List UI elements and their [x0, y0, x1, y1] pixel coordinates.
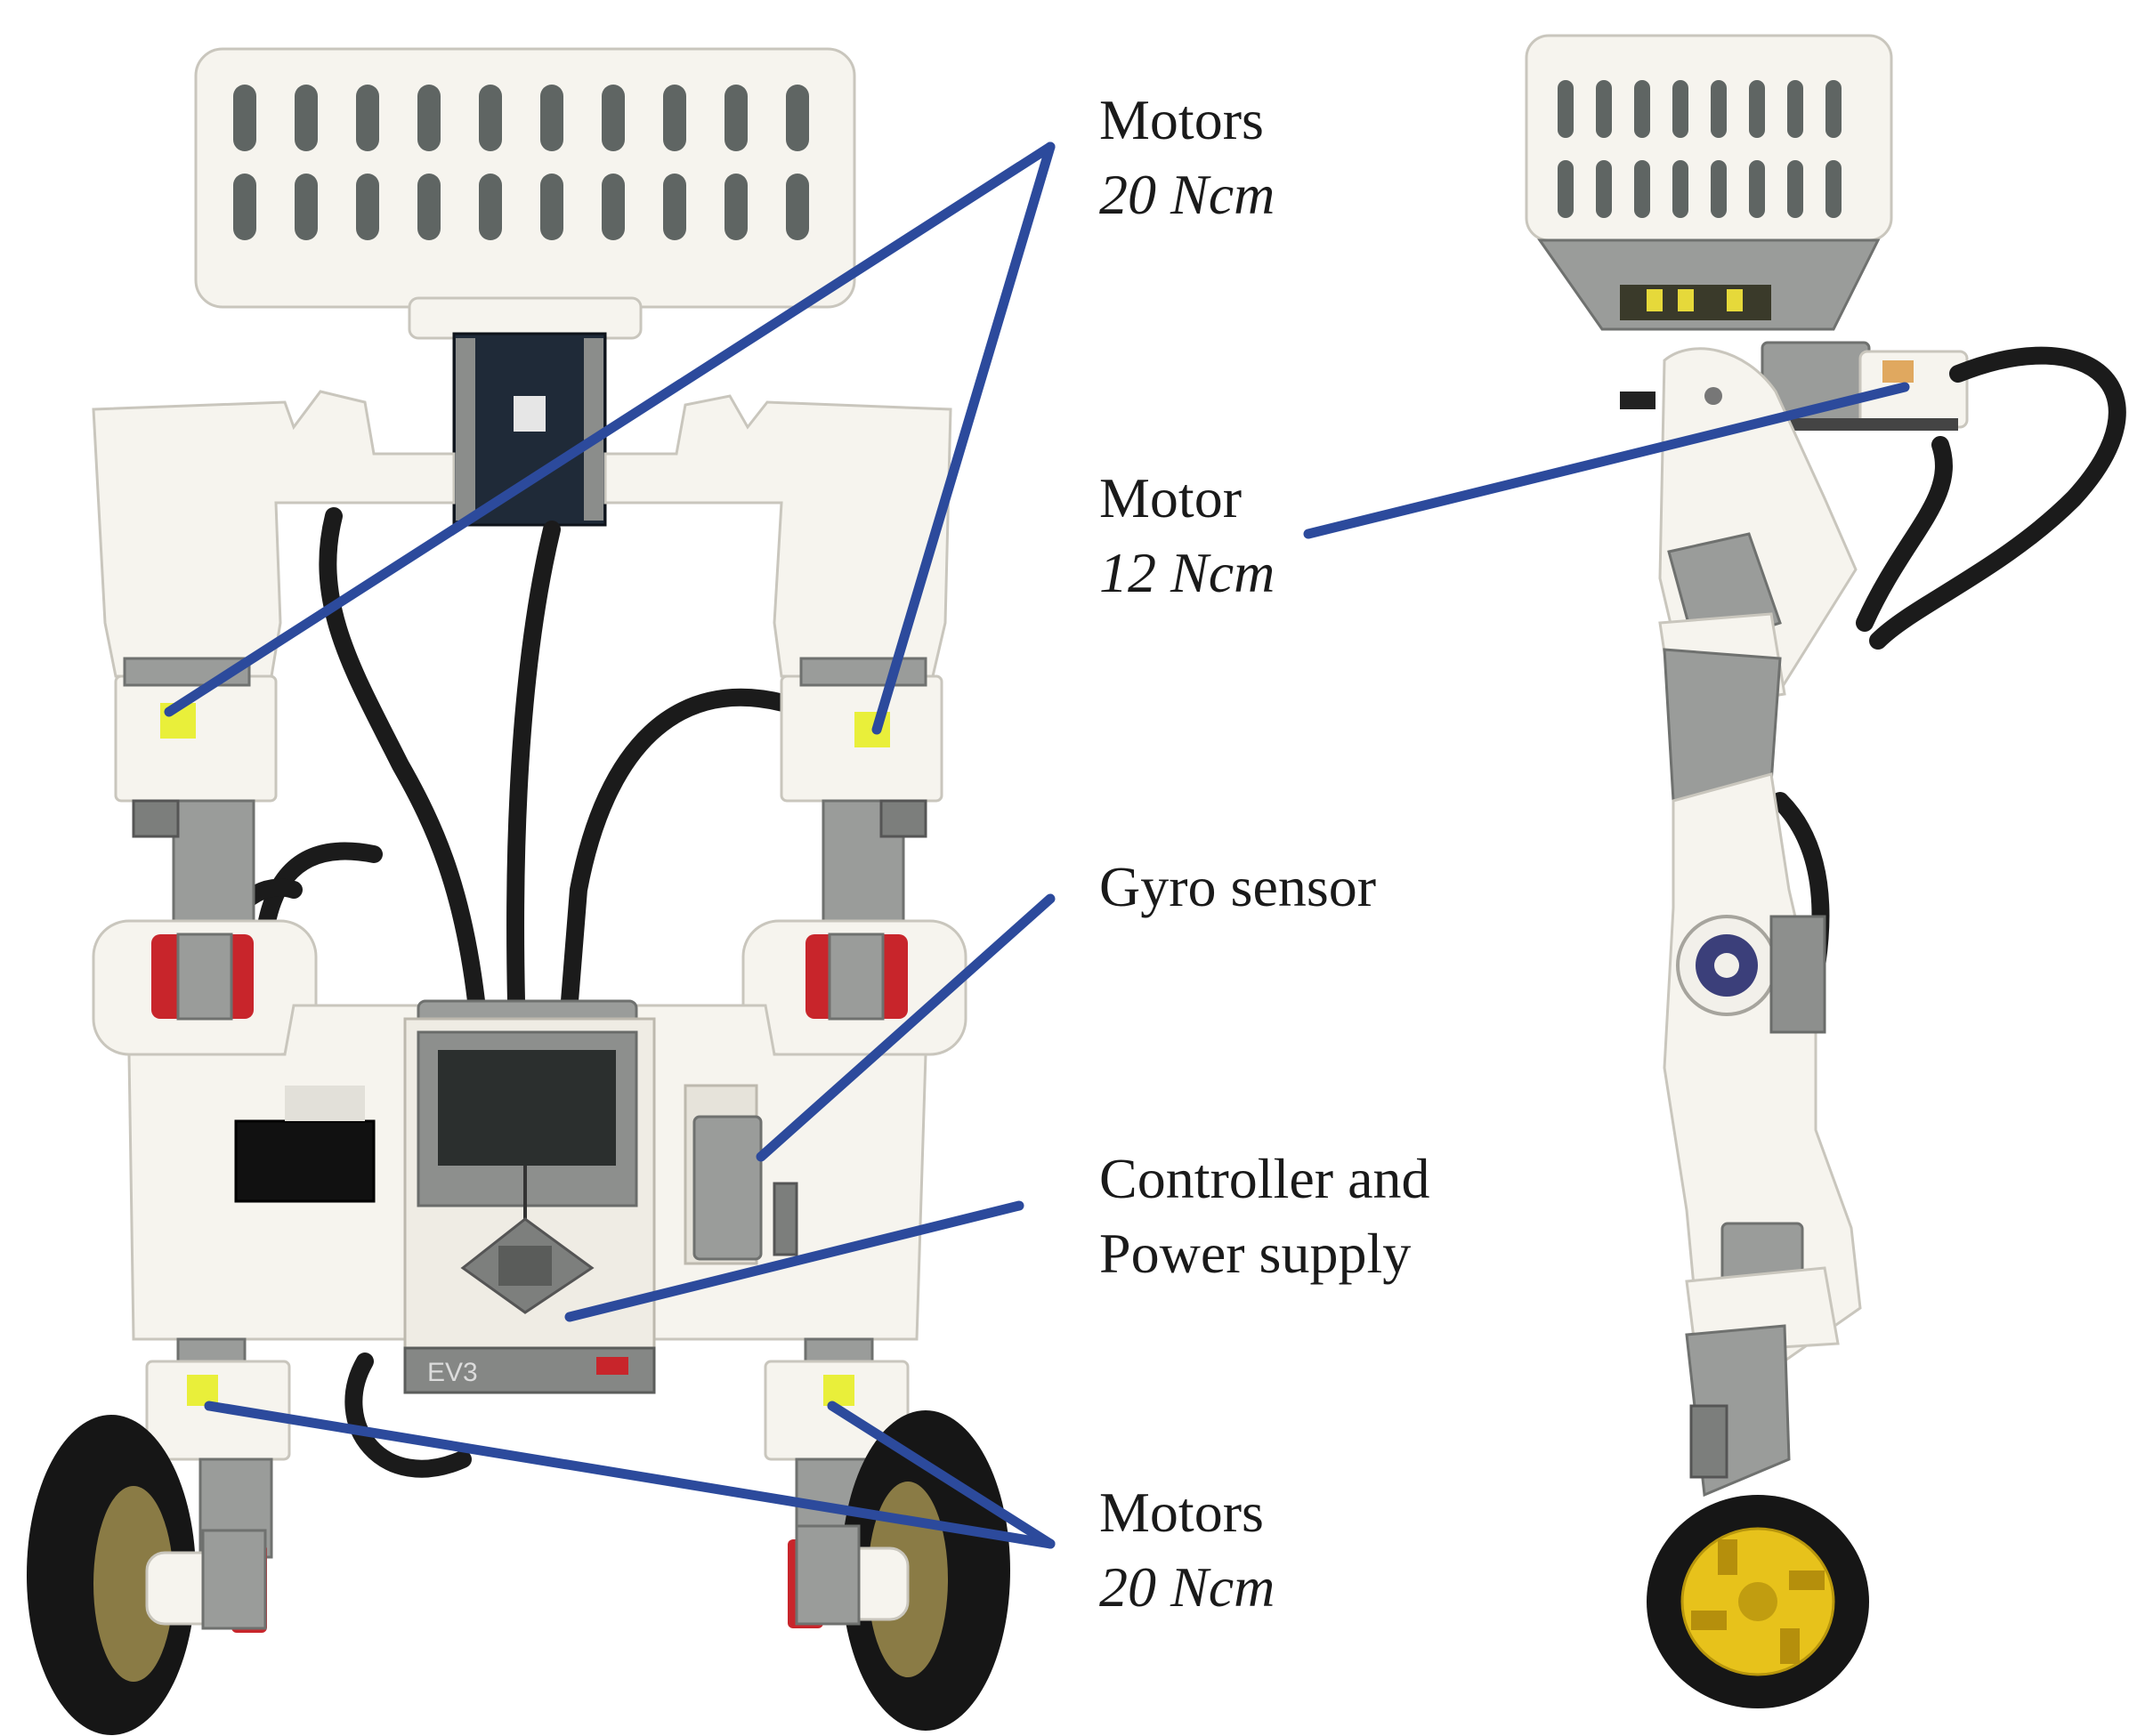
label-motors-bottom-spec: 20 Ncm	[1099, 1555, 1275, 1619]
label-motor-side-spec: 12 Ncm	[1099, 541, 1275, 605]
vent-slot	[1787, 160, 1803, 218]
vent-slot	[1634, 160, 1650, 218]
label-motors-top: Motors 20 Ncm	[1099, 83, 1275, 233]
vent-slot	[233, 174, 256, 240]
label-motors-top-title: Motors	[1099, 88, 1264, 151]
vent-slot	[1672, 80, 1688, 138]
vent-slot	[786, 174, 809, 240]
label-controller: Controller and Power supply	[1099, 1142, 1429, 1292]
vent-slot	[417, 174, 441, 240]
vent-slot	[479, 174, 502, 240]
leader-bottom-motors-left	[204, 1401, 1056, 1549]
label-motors-top-spec: 20 Ncm	[1099, 163, 1275, 227]
front-upper-frame	[92, 390, 952, 678]
label-motor-side-title: Motor	[1099, 466, 1242, 529]
ev3-controller-brick: EV3	[403, 999, 656, 1394]
ev3-logo-text: EV3	[427, 1358, 478, 1387]
vent-slot	[540, 85, 563, 151]
side-head-block	[1525, 34, 1893, 331]
vent-slot	[1749, 80, 1765, 138]
side-knee-motor	[1658, 532, 1786, 803]
front-upper-motor-right	[780, 657, 943, 954]
label-motors-bottom: Motors 20 Ncm	[1099, 1475, 1275, 1626]
vent-slot	[1825, 160, 1842, 218]
leader-lines	[164, 141, 1910, 1549]
leader-gyro	[756, 893, 1056, 1162]
vent-slot	[1825, 80, 1842, 138]
vent-slot	[602, 85, 625, 151]
vent-slot	[1749, 160, 1765, 218]
vent-slot	[1787, 80, 1803, 138]
gyro-sensor	[684, 1084, 798, 1265]
vent-slot	[295, 85, 318, 151]
front-wheel-left	[27, 1415, 267, 1735]
vent-slot	[540, 174, 563, 240]
vent-slot	[1672, 160, 1688, 218]
label-controller-line1: Controller and	[1099, 1147, 1430, 1210]
label-motors-bottom-title: Motors	[1099, 1481, 1264, 1544]
leader-controller	[564, 1200, 1024, 1322]
leader-side-motor	[1303, 382, 1910, 539]
front-head-block	[194, 47, 856, 340]
vent-slot	[479, 85, 502, 151]
vent-slot	[1558, 160, 1574, 218]
label-motor-side: Motor 12 Ncm	[1099, 461, 1275, 611]
side-cable	[1869, 346, 2126, 650]
vent-slot	[663, 85, 686, 151]
leader-top-motors-left	[164, 141, 1056, 717]
vent-slot	[725, 174, 748, 240]
vent-slot	[786, 85, 809, 151]
vent-slot	[1558, 80, 1574, 138]
front-hip-joints	[92, 919, 967, 1056]
front-upper-motor-left	[114, 657, 278, 954]
vent-slot	[1596, 80, 1612, 138]
side-lower-motor	[1685, 1222, 1840, 1498]
side-ankle-joint	[1676, 915, 1826, 1034]
leader-top-motors-right	[871, 141, 1056, 735]
vent-slot	[233, 85, 256, 151]
vent-slot	[295, 174, 318, 240]
label-controller-line2: Power supply	[1099, 1222, 1412, 1286]
vent-slot	[417, 85, 441, 151]
vent-slot	[725, 85, 748, 151]
vent-slot	[602, 174, 625, 240]
front-view-robot: EV3	[27, 47, 1010, 1735]
vent-slot	[1596, 160, 1612, 218]
vent-slot	[663, 174, 686, 240]
vent-slot	[356, 174, 379, 240]
label-gyro: Gyro sensor	[1099, 850, 1376, 925]
vent-slot	[356, 85, 379, 151]
side-view-robot	[1525, 34, 2126, 1708]
side-wheel	[1647, 1495, 1869, 1708]
vent-slot	[1711, 160, 1727, 218]
leader-bottom-motors-right	[827, 1401, 1056, 1549]
vent-slot	[1634, 80, 1650, 138]
vent-slot	[1711, 80, 1727, 138]
label-gyro-title: Gyro sensor	[1099, 855, 1377, 918]
